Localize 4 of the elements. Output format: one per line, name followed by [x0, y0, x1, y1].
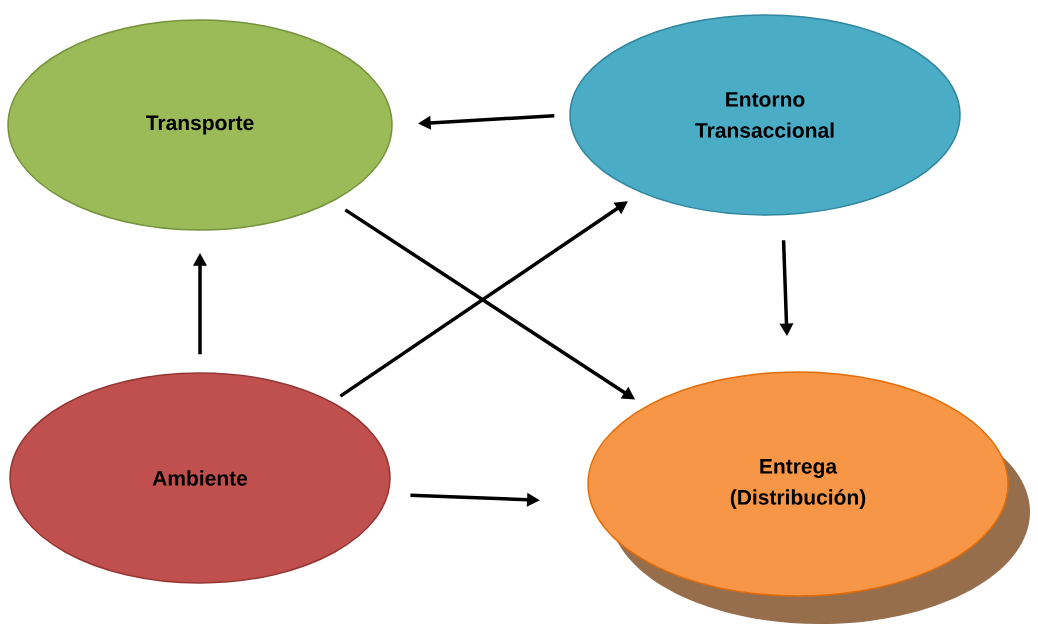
ellipse-node: Entrega (Distribución) [587, 371, 1030, 624]
ellipse-node: Entorno Transaccional [569, 14, 961, 216]
ellipse-node: Ambiente [9, 372, 391, 584]
ellipse-node: Transporte [7, 19, 393, 231]
